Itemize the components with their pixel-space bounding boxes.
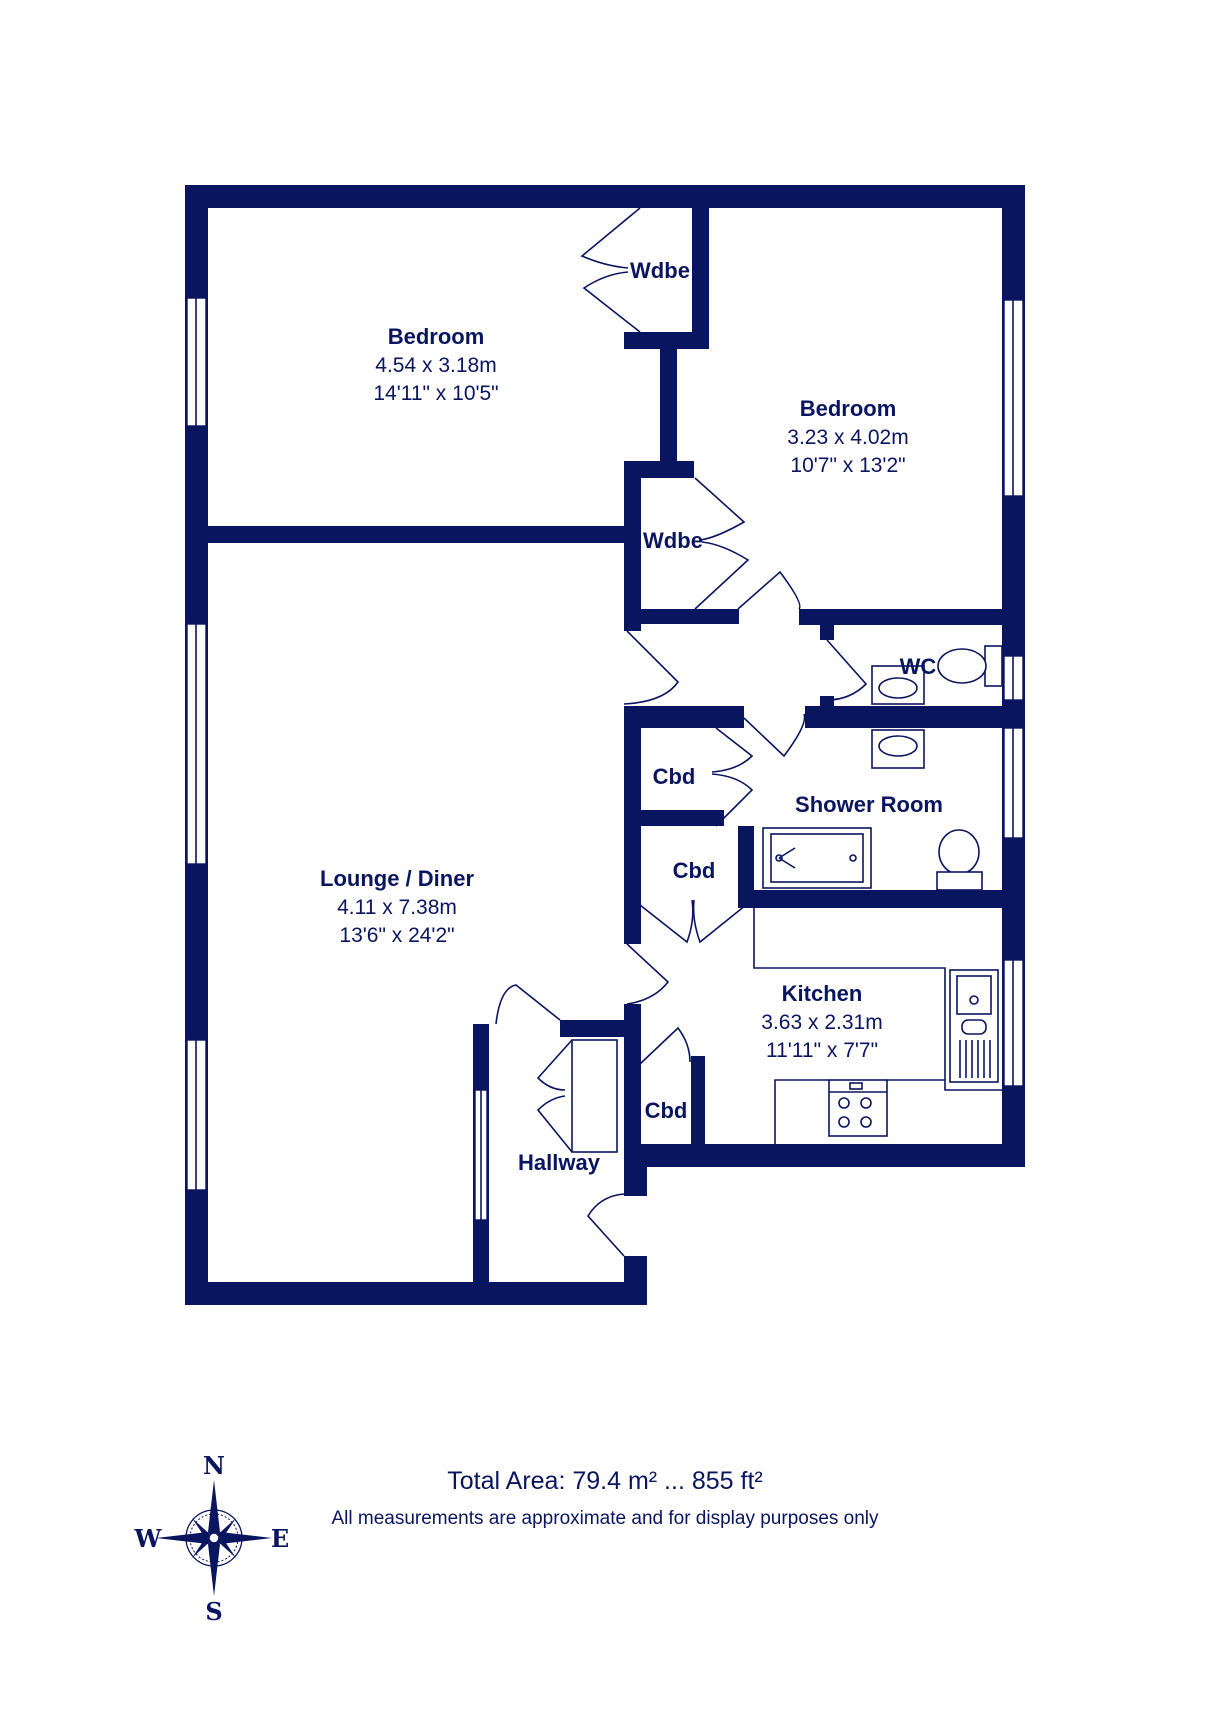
bedroom2-metric: 3.23 x 4.02m	[787, 426, 908, 449]
fixtures	[753, 645, 1003, 1144]
hallway-name: Hallway	[518, 1150, 601, 1175]
total-area: Total Area: 79.4 m² ... 855 ft²	[447, 1467, 762, 1495]
cbd3-name: Cbd	[645, 1098, 688, 1123]
kitchen-name: Kitchen	[782, 981, 863, 1006]
compass-n: N	[203, 1451, 225, 1480]
wdbe2-name: Wdbe	[643, 528, 703, 553]
toilet-cistern	[984, 645, 1003, 687]
cbd1-name: Cbd	[653, 764, 696, 789]
compass-w: W	[134, 1524, 163, 1553]
toilet-bowl	[937, 648, 987, 684]
doors	[495, 207, 868, 1257]
bedroom1-metric: 4.54 x 3.18m	[375, 354, 496, 377]
bedroom1-imperial: 14'11" x 10'5"	[373, 382, 498, 405]
lounge-metric: 4.11 x 7.38m	[337, 896, 457, 919]
kitchen-imperial: 11'11" x 7'7"	[766, 1039, 878, 1062]
bedroom2-imperial: 10'7" x 13'2"	[790, 454, 905, 477]
lounge-imperial: 13'6" x 24'2"	[339, 924, 454, 947]
wc-name: WC	[900, 654, 937, 679]
cbd2-name: Cbd	[673, 858, 716, 883]
hob	[828, 1079, 888, 1137]
bedroom1-name: Bedroom	[388, 324, 485, 349]
room-labels: Bedroom 4.54 x 3.18m 14'11" x 10'5" Bedr…	[320, 258, 943, 1175]
bedroom2-name: Bedroom	[800, 396, 897, 421]
shower-room-name: Shower Room	[795, 792, 943, 817]
compass-rose-icon: N S W E	[134, 1451, 290, 1626]
kitchen-metric: 3.63 x 2.31m	[761, 1011, 882, 1034]
windows	[186, 297, 1024, 1221]
compass-s: S	[205, 1597, 222, 1626]
lounge-name: Lounge / Diner	[320, 866, 474, 891]
compass-e: E	[271, 1524, 289, 1553]
wdbe1-name: Wdbe	[630, 258, 690, 283]
disclaimer: All measurements are approximate and for…	[331, 1508, 879, 1529]
